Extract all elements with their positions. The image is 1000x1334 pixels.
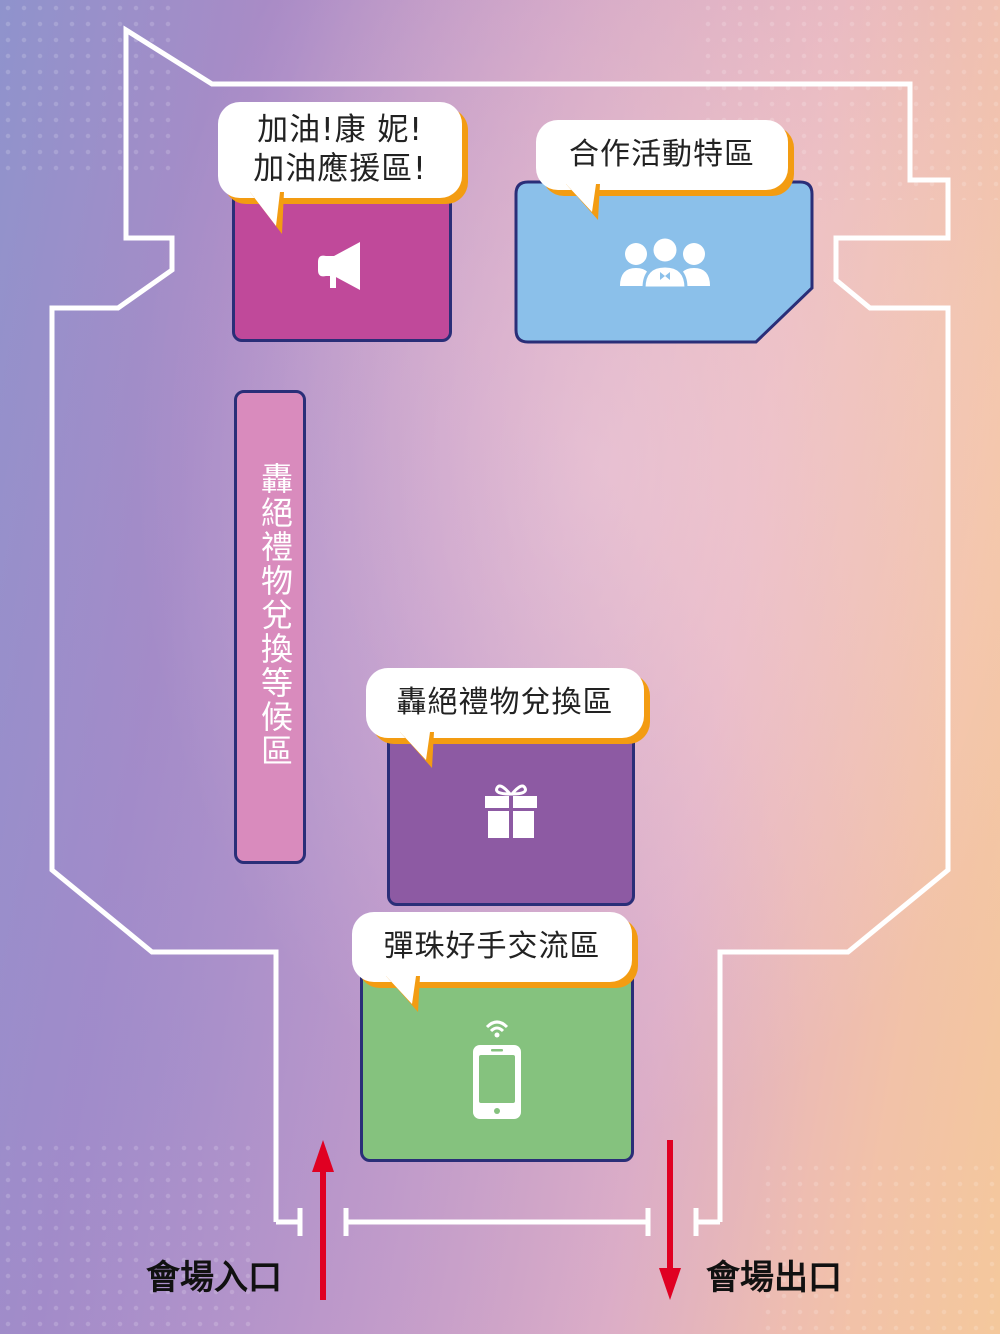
smartphone-wifi-icon <box>469 1011 525 1125</box>
player-bubble-tail <box>386 976 420 1012</box>
gift-icon <box>483 780 539 844</box>
cheer-zone-bubble: 加油!康 妮! 加油應援區! <box>218 102 462 198</box>
people-icon <box>618 235 712 296</box>
gift-zone-bubble: 轟絕禮物兌換區 <box>366 668 644 738</box>
player-zone-bubble: 彈珠好手交流區 <box>352 912 632 982</box>
cheer-bubble-tail <box>250 192 284 234</box>
zone-player[interactable] <box>360 966 634 1162</box>
entrance-arrowhead <box>312 1140 334 1172</box>
megaphone-icon <box>312 236 372 300</box>
collab-bubble-tail <box>566 184 600 220</box>
queue-zone-label: 轟絕禮物兌換等候區 <box>256 462 294 768</box>
venue-outline <box>49 25 951 1222</box>
gift-zone-label: 轟絕禮物兌換區 <box>396 685 614 721</box>
collab-zone-label: 合作活動特區 <box>569 137 755 173</box>
zone-queue[interactable] <box>234 390 306 864</box>
cheer-zone-label: 加油!康 妮! 加油應援區! <box>253 112 427 187</box>
collab-zone-bubble: 合作活動特區 <box>536 120 788 190</box>
gift-bubble-tail <box>400 732 434 768</box>
exit-label: 會場出口 <box>706 1258 842 1298</box>
entrance-label: 會場入口 <box>146 1258 282 1298</box>
player-zone-label: 彈珠好手交流區 <box>383 929 601 965</box>
exit-arrowhead <box>659 1268 681 1300</box>
